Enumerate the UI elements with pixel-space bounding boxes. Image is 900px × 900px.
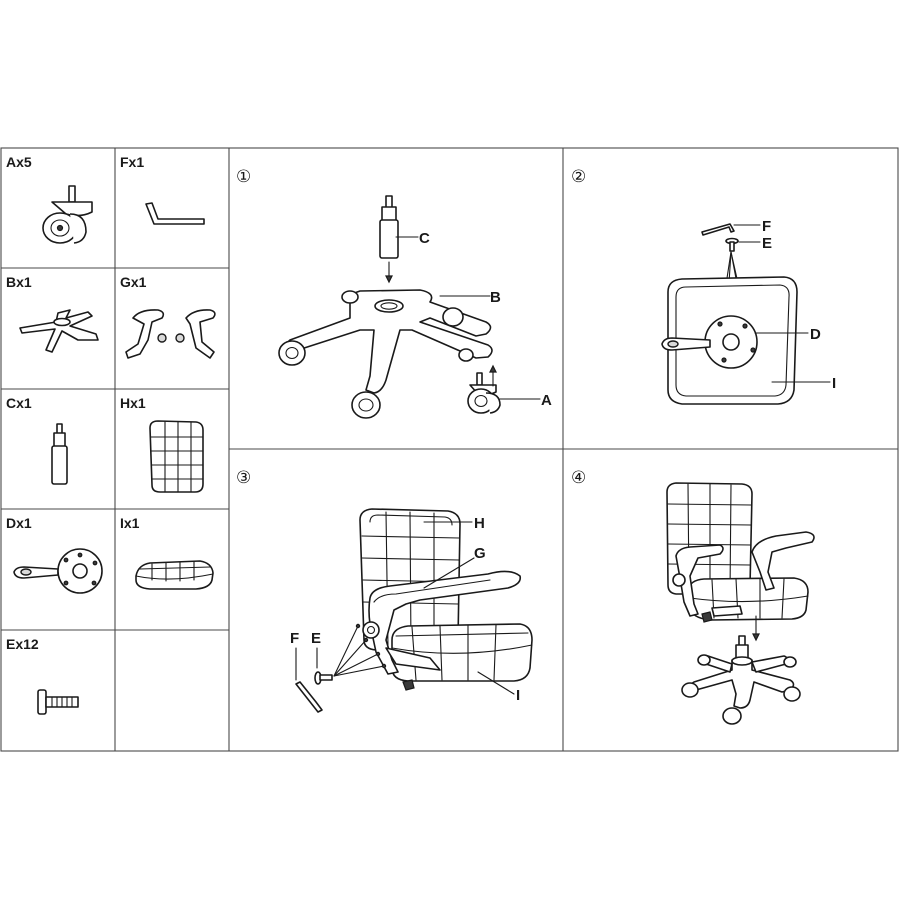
part-label-e: Ex12 xyxy=(6,636,39,652)
step1-callout-c: C xyxy=(419,230,430,247)
part-label-f: Fx1 xyxy=(120,154,144,170)
part-h-backrest: Hx1 xyxy=(120,395,204,493)
step4-base xyxy=(681,654,801,725)
step3-seat xyxy=(391,623,533,682)
step-3-number: ③ xyxy=(236,468,251,488)
step3-armrest xyxy=(362,570,522,675)
step2-allen-key xyxy=(701,223,735,236)
step-1-panel: ① xyxy=(236,167,552,419)
step1-gas-lift xyxy=(379,195,399,284)
part-label-i: Ix1 xyxy=(120,515,140,531)
step1-base xyxy=(278,289,493,419)
step4-chair-top xyxy=(666,482,815,623)
step1-caster xyxy=(467,364,501,414)
step-4-panel: ④ xyxy=(571,468,815,725)
step2-bolt xyxy=(725,237,739,252)
step1-callout-b: B xyxy=(490,289,501,306)
step1-callout-a: A xyxy=(541,392,552,409)
step-2-number: ② xyxy=(571,167,586,187)
part-a-caster: Ax5 xyxy=(6,154,93,244)
gas-lift-icon xyxy=(51,423,68,485)
mechanism-icon xyxy=(13,548,103,594)
step3-callout-h: H xyxy=(474,515,485,532)
part-label-a: Ax5 xyxy=(6,154,32,170)
part-f-allen-key: Fx1 xyxy=(120,154,205,225)
step2-callout-d: D xyxy=(810,326,821,343)
step3-callout-e: E xyxy=(311,630,321,647)
step2-callout-f: F xyxy=(762,218,771,235)
base-icon xyxy=(19,309,99,353)
part-label-d: Dx1 xyxy=(6,515,32,531)
step-4-number: ④ xyxy=(571,468,586,488)
part-b-base: Bx1 xyxy=(6,274,99,353)
armrest-icon xyxy=(125,309,216,359)
step3-callout-g: G xyxy=(474,545,486,562)
step3-bolt xyxy=(314,671,333,685)
part-label-b: Bx1 xyxy=(6,274,32,290)
layout-grid xyxy=(0,147,899,752)
part-label-c: Cx1 xyxy=(6,395,32,411)
step3-callout-f: F xyxy=(290,630,299,647)
step-2-panel: ② F E D xyxy=(571,167,836,405)
allen-key-icon xyxy=(145,202,205,225)
backrest-icon xyxy=(149,420,204,493)
part-i-seat: Ix1 xyxy=(120,515,214,590)
step2-mechanism xyxy=(661,315,758,369)
step4-gas-lift xyxy=(735,615,760,660)
part-g-armrests: Gx1 xyxy=(120,274,216,359)
part-label-g: Gx1 xyxy=(120,274,147,290)
step3-allen-key xyxy=(295,681,323,713)
step3-callout-i: I xyxy=(516,687,520,704)
bolt-icon xyxy=(37,689,79,715)
part-label-h: Hx1 xyxy=(120,395,146,411)
step2-callout-i: I xyxy=(832,375,836,392)
part-d-mechanism: Dx1 xyxy=(6,515,103,594)
part-e-bolt: Ex12 xyxy=(6,636,79,715)
step-3-panel: ③ xyxy=(236,468,533,713)
part-c-gas-lift: Cx1 xyxy=(6,395,68,485)
caster-icon xyxy=(42,185,93,244)
seat-icon xyxy=(135,560,214,590)
step-1-number: ① xyxy=(236,167,251,187)
step2-callout-e: E xyxy=(762,235,772,252)
